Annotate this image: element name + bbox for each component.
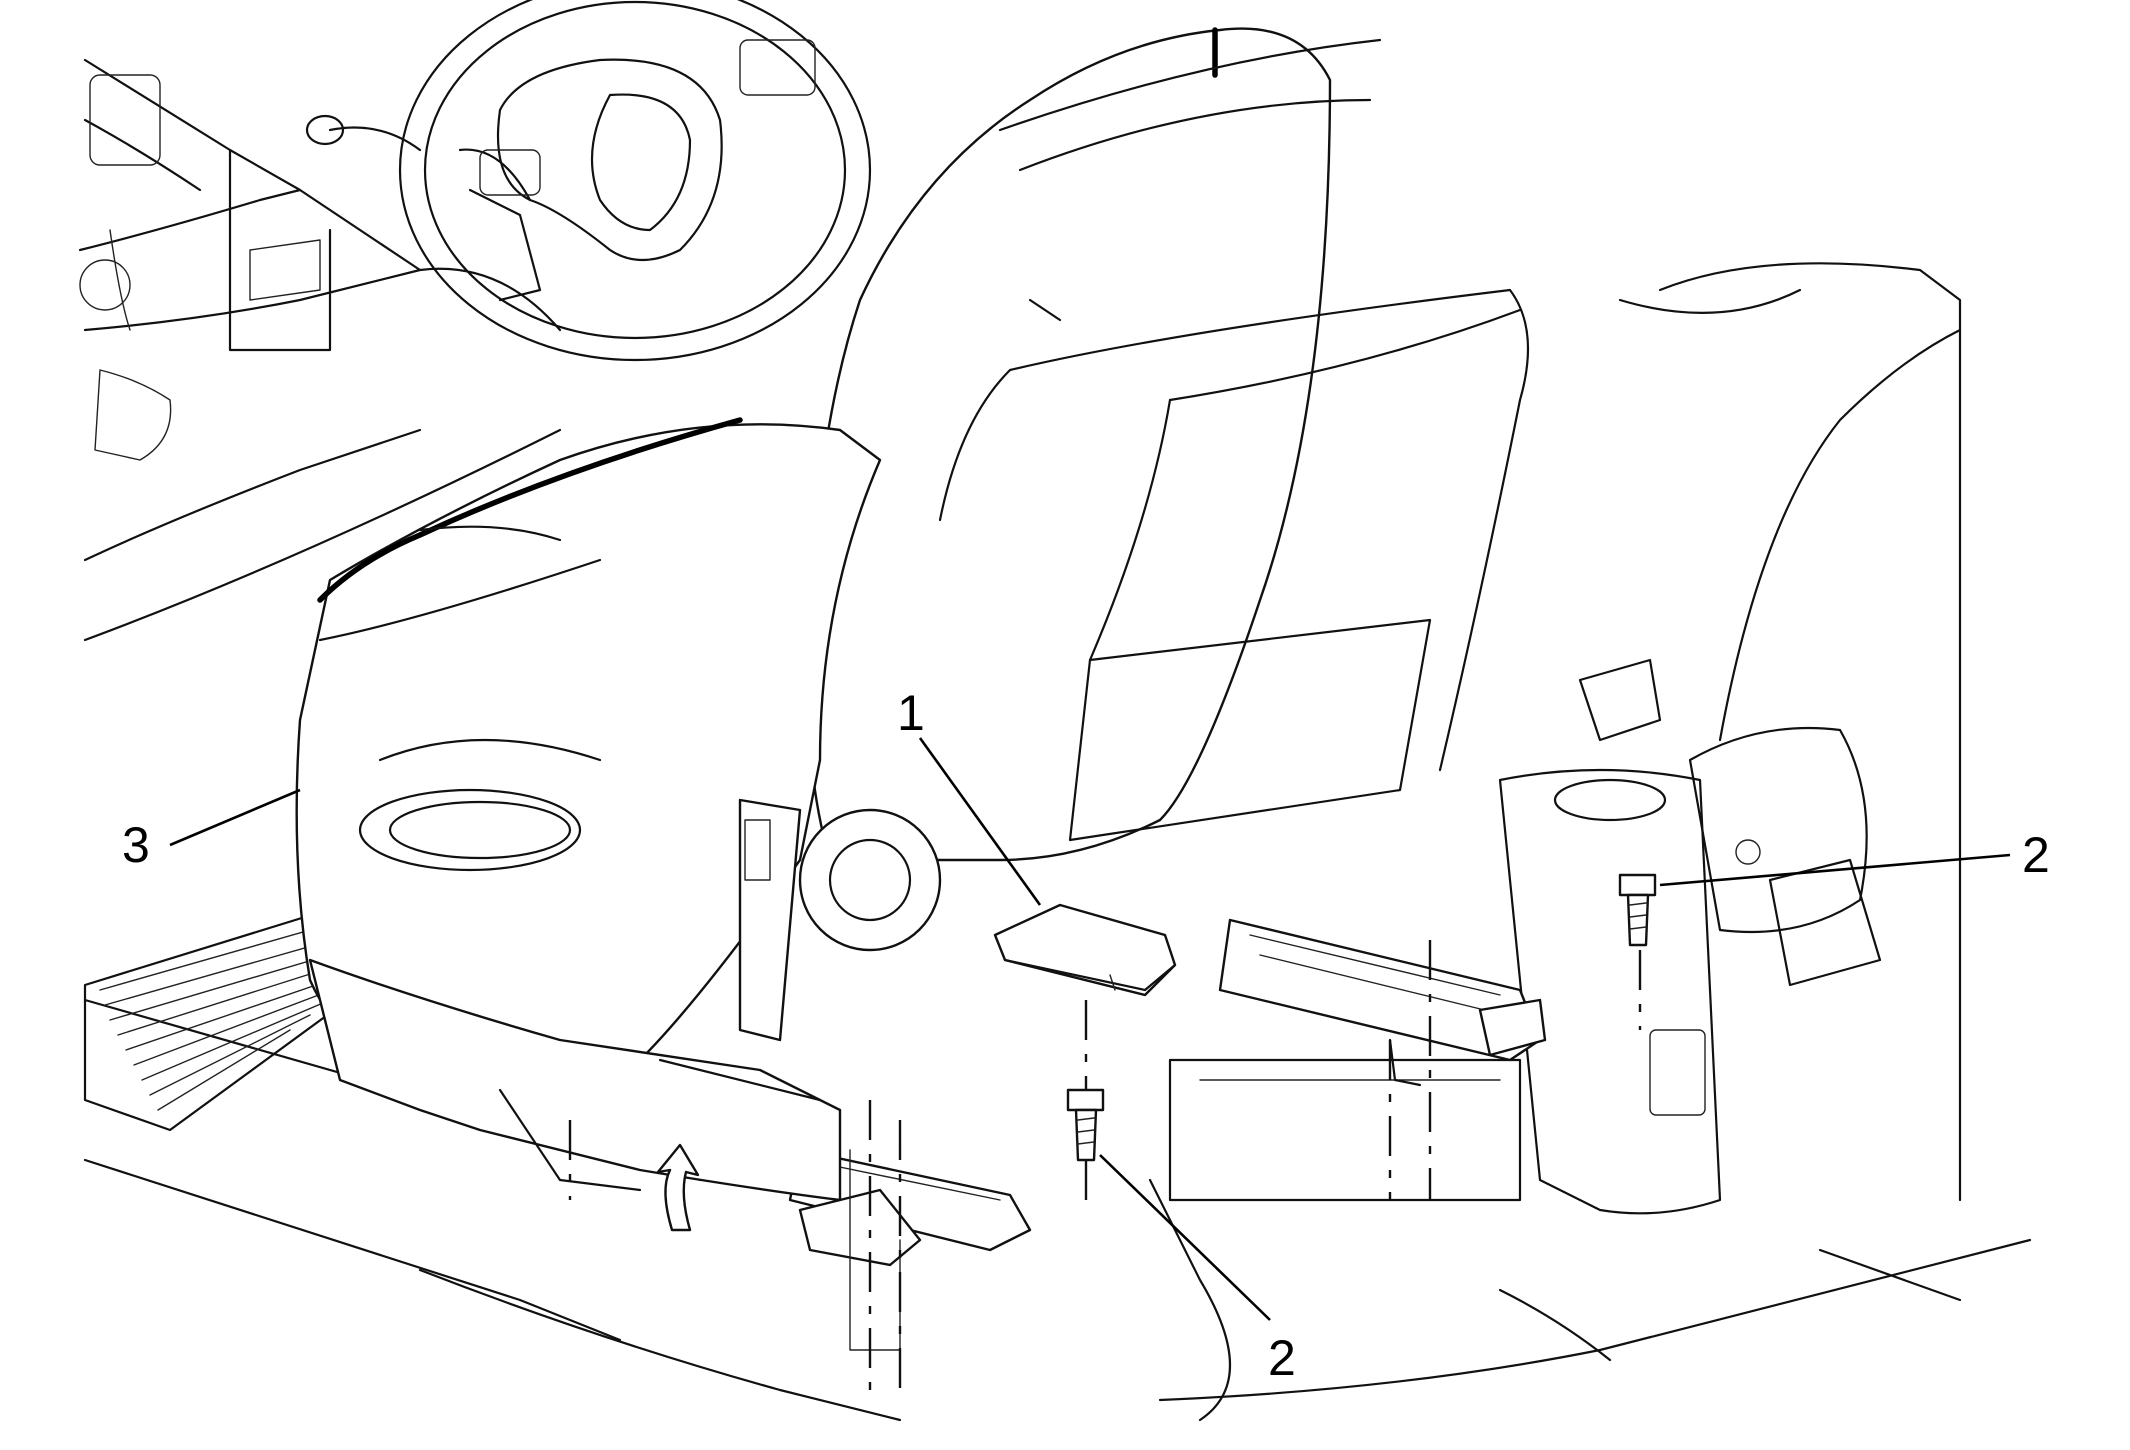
- driver-seat: [295, 27, 1530, 1202]
- center-console: [1168, 658, 1722, 1215]
- seat-track-cover: [993, 903, 1177, 997]
- lift-direction-arrow: [656, 1143, 700, 1232]
- dashboard-background: [78, 58, 562, 642]
- rear-seat: [1618, 262, 1962, 1202]
- seat-bolt-center: [1066, 1088, 1105, 1162]
- alignment-lines: [568, 940, 1642, 1390]
- right-seat-track: [1218, 918, 1547, 1087]
- callout-2-bottom-label: 2: [1268, 1330, 1296, 1386]
- callout-3-label: 3: [122, 817, 150, 873]
- callout-1-label: 1: [897, 685, 925, 741]
- steering-wheel: [305, 0, 872, 362]
- callout-2-right-label: 2: [2022, 827, 2050, 883]
- seat-bolt-right: [1618, 873, 1657, 947]
- left-seat-track: [788, 1148, 1032, 1351]
- callout-leaders: [169, 737, 2011, 1321]
